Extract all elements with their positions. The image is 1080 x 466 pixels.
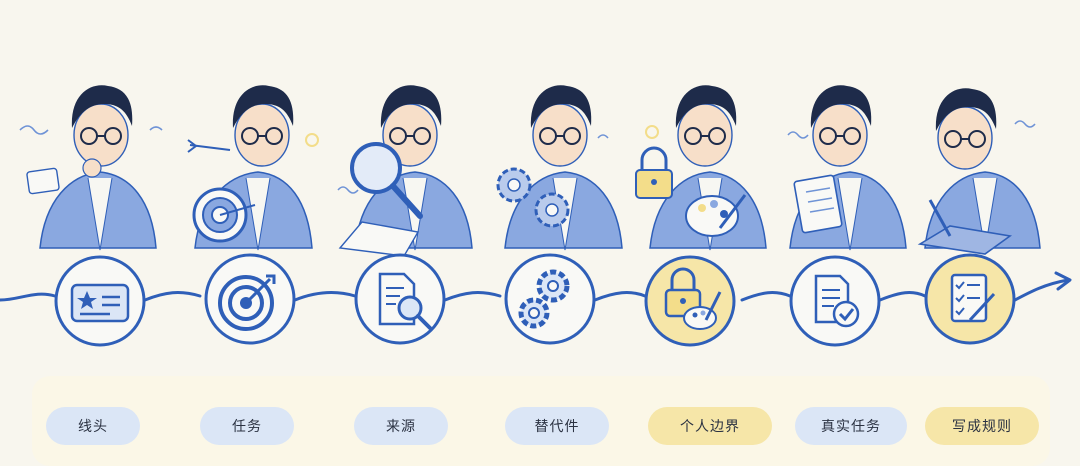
step-label-6[interactable]: 真实任务 [795,407,907,445]
timeline-arrow-icon [1054,271,1072,291]
gears-icon [518,269,570,329]
character-lock-palette [635,85,767,251]
step-circle-2 [204,253,296,345]
step-label-2[interactable]: 任务 [200,407,294,445]
step-label-3[interactable]: 来源 [354,407,448,445]
character-writing [917,88,1041,255]
target-with-arrow-icon [218,274,276,331]
step-label-5[interactable]: 个人边界 [648,407,772,445]
character-reading [787,85,907,251]
checklist-pen-icon [950,273,996,323]
step-circle-1 [54,255,146,347]
lock-and-palette-icon [664,267,722,330]
character-target [187,85,319,251]
step-circle-6 [789,255,881,347]
step-circle-4 [504,253,596,345]
character-magnifier [337,85,473,257]
character-thinking [19,85,163,251]
card-with-star-icon [70,283,130,323]
step-label-1[interactable]: 线头 [46,407,140,445]
document-check-icon [814,274,860,328]
timeline-path [0,278,1070,302]
step-label-7[interactable]: 写成规则 [925,407,1039,445]
step-label-4[interactable]: 替代件 [505,407,609,445]
character-gears [496,85,623,251]
step-circle-7 [924,253,1016,345]
document-magnifier-icon [378,272,432,330]
step-circle-3 [354,253,446,345]
step-circle-5 [644,255,736,347]
